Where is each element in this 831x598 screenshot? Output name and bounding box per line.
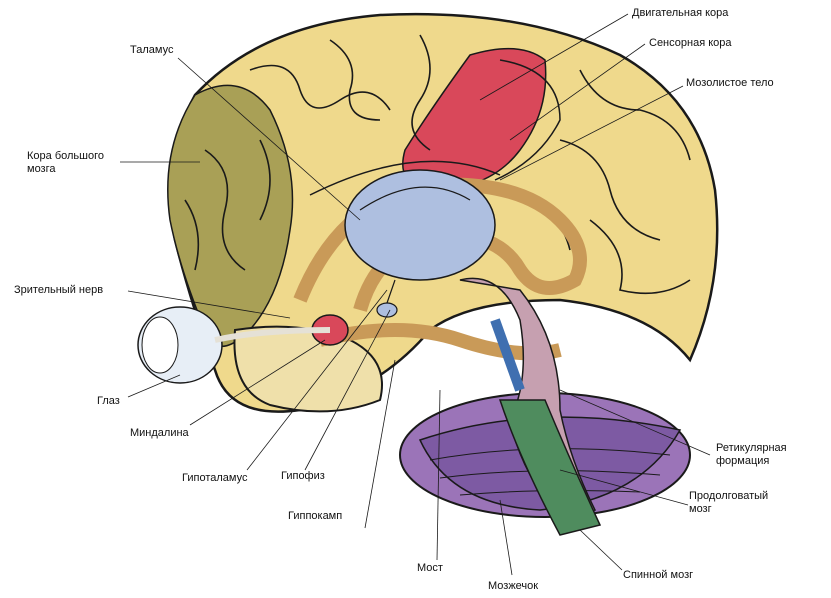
label-sensory-cortex: Сенсорная кора [649,37,732,49]
label-hippocampus: Гиппокамп [288,510,343,522]
label-reticular-formation: Ретикулярная формация [716,442,787,467]
label-corpus-callosum: Мозолистое тело [686,77,774,89]
label-optic-nerve: Зрительный нерв [14,284,104,296]
label-cerebral-cortex: Кора большого мозга [27,150,104,175]
label-motor-cortex: Двигательная кора [632,7,729,19]
thalamus-shape [344,169,496,281]
label-pons: Мост [417,562,443,574]
label-amygdala: Миндалина [130,427,189,439]
leader-lines [120,13,711,576]
label-eye: Глаз [97,395,120,407]
label-spinal-cord: Спинной мозг [623,569,694,581]
label-thalamus: Таламус [130,44,174,56]
label-hypothalamus: Гипоталамус [182,472,248,484]
label-cerebellum: Мозжечок [488,580,539,592]
label-pituitary: Гипофиз [281,470,325,482]
label-medulla: Продолговатый мозг [689,490,769,515]
